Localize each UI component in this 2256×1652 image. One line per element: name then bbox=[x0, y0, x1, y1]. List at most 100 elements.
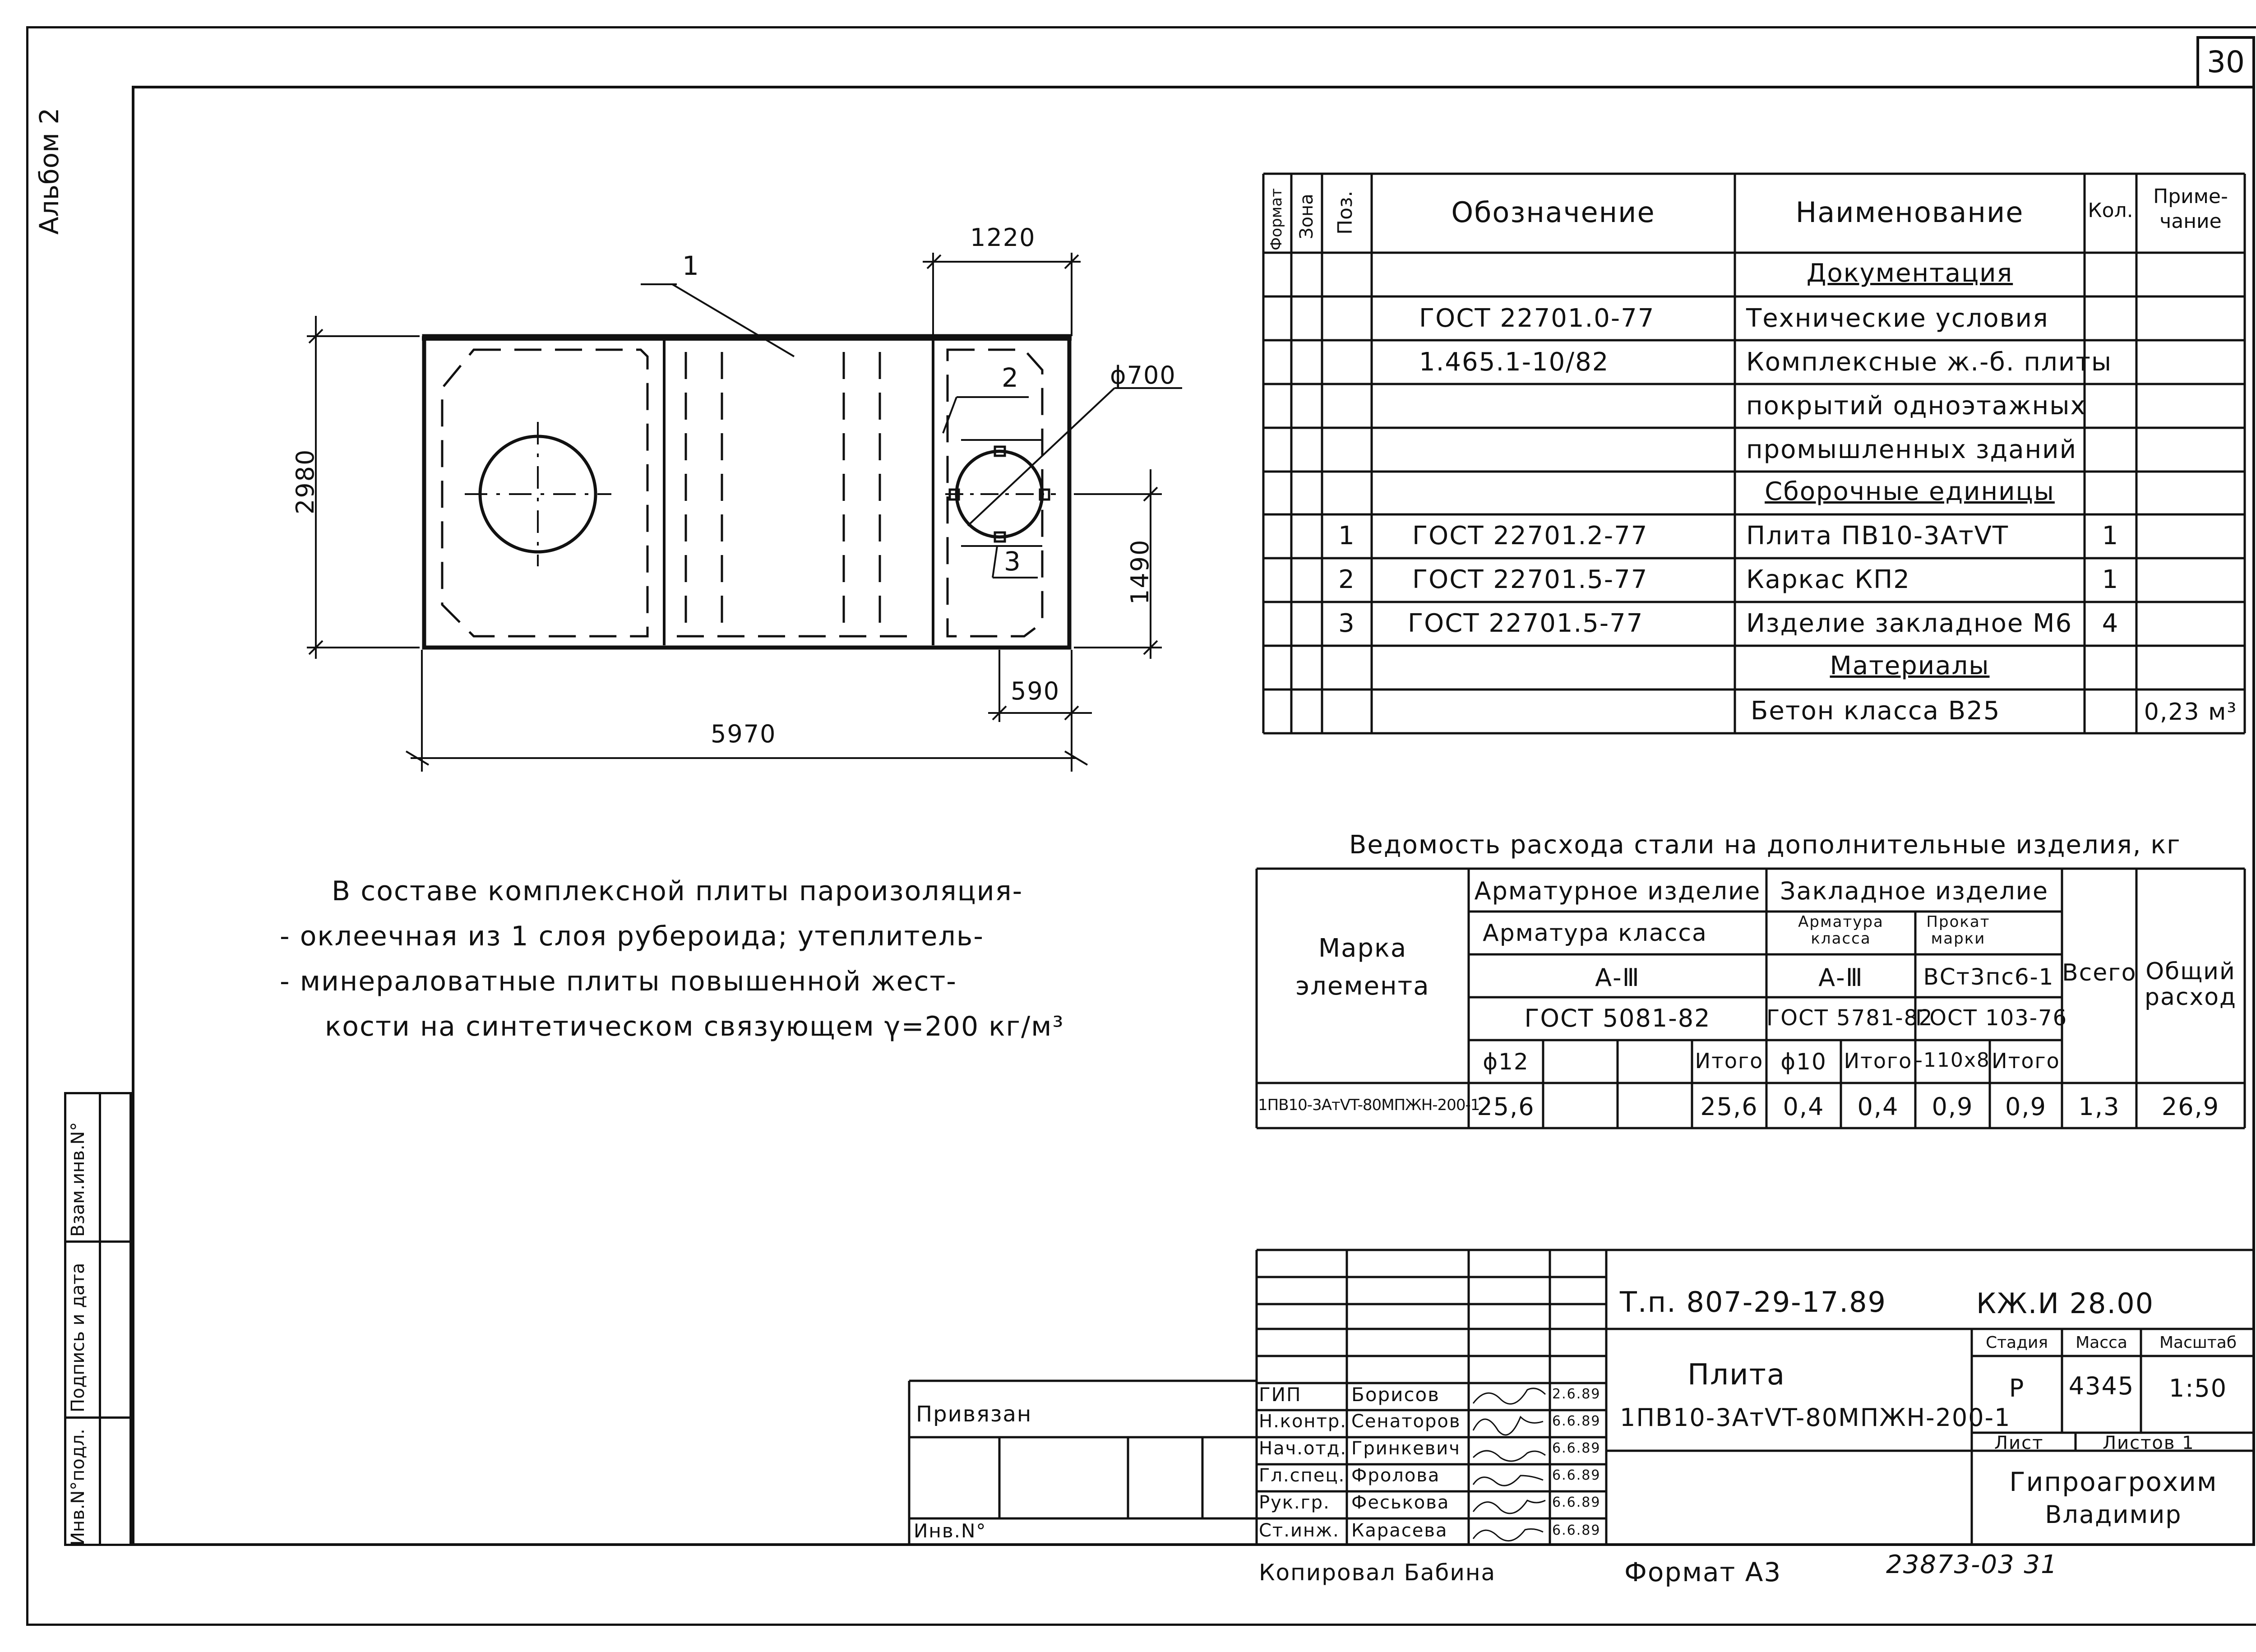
spec-row-designation: 1.465.1-10/82 bbox=[1419, 347, 1609, 377]
staff-date: 2.6.89 bbox=[1552, 1386, 1601, 1402]
bound-label: Привязан bbox=[916, 1402, 1032, 1427]
steel-rebar-class: Арматура класса bbox=[1483, 920, 1707, 947]
steel-cell: 25,6 bbox=[1477, 1092, 1535, 1121]
steel-embed-rolled-gost: ГОСТ 103-76 bbox=[1915, 1005, 2068, 1031]
steel-cell: 0,9 bbox=[1932, 1092, 1974, 1121]
staff-name: Феськова bbox=[1351, 1492, 1450, 1513]
staff-role: Рук.гр. bbox=[1259, 1492, 1330, 1513]
steel-cell: 0,9 bbox=[2005, 1092, 2047, 1121]
spec-row-name: промышленных зданий bbox=[1746, 435, 2077, 464]
spec-row-qty: 1 bbox=[2102, 521, 2119, 551]
page-number: 30 bbox=[2207, 45, 2245, 79]
staff-name: Борисов bbox=[1351, 1384, 1440, 1406]
sheet-label: Лист bbox=[1994, 1433, 2044, 1453]
mass-value: 4345 bbox=[2068, 1372, 2135, 1400]
staff-name: Сенаторов bbox=[1351, 1411, 1461, 1432]
steel-embed-rebar-class: Арматура класса bbox=[1798, 913, 1884, 948]
steel-mark-header: Марка элемента bbox=[1295, 934, 1430, 1001]
spec-section-documentation: Документация bbox=[1806, 259, 2013, 288]
staff-name: Гринкевич bbox=[1351, 1438, 1461, 1459]
steel-sub-itogo: Итого bbox=[1992, 1049, 2060, 1073]
mass-label: Масса bbox=[2076, 1333, 2127, 1352]
stage-label: Стадия bbox=[1985, 1333, 2048, 1352]
scale-label: Масштаб bbox=[2159, 1333, 2237, 1352]
sheet-outer-border bbox=[26, 26, 2256, 1626]
drawing-frame bbox=[132, 86, 2255, 1546]
spec-row-name: Каркас КП2 bbox=[1746, 565, 1910, 594]
steel-cell: 25,6 bbox=[1700, 1092, 1758, 1121]
spec-row-name: Плита ПВ10-3АтVT bbox=[1746, 521, 2009, 551]
spec-row-pos: 3 bbox=[1338, 609, 1355, 638]
steel-cell: 0,4 bbox=[1783, 1092, 1825, 1121]
archive-number: 23873-03 31 bbox=[1886, 1550, 2058, 1579]
spec-row-designation: ГОСТ 22701.5-77 bbox=[1412, 565, 1648, 594]
staff-role: Н.контр. bbox=[1259, 1411, 1347, 1432]
staff-date: 6.6.89 bbox=[1552, 1522, 1601, 1538]
spec-row-name: Бетон класса В25 bbox=[1751, 696, 2001, 726]
staff-name: Фролова bbox=[1351, 1465, 1440, 1486]
spec-header-note: Приме-чание bbox=[2153, 185, 2228, 233]
object-mark: 1ПВ10-3АтVT-80МПЖН-200-1 bbox=[1620, 1403, 2011, 1432]
item-label-2: 2 bbox=[1002, 362, 1019, 393]
steel-sub-plate: -110x8 bbox=[1915, 1049, 1990, 1072]
spec-row-designation: ГОСТ 22701.0-77 bbox=[1419, 304, 1655, 333]
copied-by: Копировал Бабина bbox=[1259, 1559, 1496, 1586]
sheet-code: КЖ.И 28.00 bbox=[1976, 1287, 2154, 1320]
spec-row-designation: ГОСТ 22701.2-77 bbox=[1412, 521, 1648, 551]
inv-label: Инв.N° bbox=[914, 1520, 987, 1542]
spec-section-materials: Материалы bbox=[1830, 651, 1990, 680]
spec-row-name: покрытий одноэтажных bbox=[1746, 391, 2086, 421]
item-label-1: 1 bbox=[682, 250, 700, 281]
spec-row-designation: ГОСТ 22701.5-77 bbox=[1408, 609, 1644, 638]
spec-row-name: Комплексные ж.-б. плиты bbox=[1746, 347, 2113, 377]
spec-row-qty: 4 bbox=[2102, 609, 2119, 638]
spec-row-pos: 2 bbox=[1338, 565, 1355, 594]
steel-sub-d12: ϕ12 bbox=[1483, 1049, 1529, 1075]
spec-section-assemblies: Сборочные единицы bbox=[1765, 477, 2055, 506]
staff-role: Ст.инж. bbox=[1259, 1520, 1340, 1541]
steel-row-mark: 1ПВ10-3АтVT-80МПЖН-200-1 bbox=[1258, 1096, 1480, 1114]
item-label-3: 3 bbox=[1004, 546, 1022, 577]
staff-date: 6.6.89 bbox=[1552, 1495, 1601, 1510]
dim-total-length: 5970 bbox=[711, 720, 777, 748]
staff-date: 6.6.89 bbox=[1552, 1467, 1601, 1483]
dim-bottom-right: 590 bbox=[1011, 677, 1060, 705]
steel-rebar-class-val: А-Ⅲ bbox=[1595, 963, 1640, 992]
staff-name: Карасева bbox=[1351, 1520, 1448, 1541]
steel-embed-rebar-val: А-Ⅲ bbox=[1818, 963, 1863, 992]
steel-total-header: Всего bbox=[2062, 959, 2137, 986]
staff-role: Нач.отд. bbox=[1259, 1438, 1347, 1459]
steel-sub-itogo: Итого bbox=[1695, 1049, 1764, 1073]
dim-top-right: 1220 bbox=[970, 223, 1036, 252]
doc-code: Т.п. 807-29-17.89 bbox=[1620, 1286, 1887, 1319]
stage-value: Р bbox=[2009, 1374, 2025, 1402]
note-line-4: кости на синтетическом связующем γ=200 к… bbox=[325, 1011, 1064, 1042]
steel-rebar-gost: ГОСТ 5081-82 bbox=[1524, 1004, 1711, 1032]
paper-format: Формат А3 bbox=[1624, 1557, 1782, 1587]
sheets-label: Листов 1 bbox=[2103, 1433, 2195, 1453]
steel-cell-total: 1,3 bbox=[2078, 1092, 2120, 1121]
spec-header-name: Наименование bbox=[1795, 196, 2024, 229]
spec-header-designation: Обозначение bbox=[1451, 196, 1655, 229]
steel-embed-rolled: Прокат марки bbox=[1926, 913, 1990, 948]
staff-role: ГИП bbox=[1259, 1384, 1302, 1406]
steel-group-embed: Закладное изделие bbox=[1780, 877, 2049, 905]
note-line-1: В составе комплексной плиты пароизоляция… bbox=[332, 875, 1023, 907]
steel-table-title: Ведомость расхода стали на дополнительны… bbox=[1349, 830, 2181, 860]
steel-overall-header: Общий расход bbox=[2144, 958, 2237, 1011]
object-name: Плита bbox=[1687, 1358, 1786, 1392]
steel-sub-d10: ϕ10 bbox=[1780, 1049, 1827, 1075]
steel-group-rebar: Арматурное изделие bbox=[1474, 877, 1761, 905]
steel-cell-overall: 26,9 bbox=[2161, 1092, 2220, 1121]
dim-diameter: ϕ700 bbox=[1110, 361, 1176, 389]
steel-sub-itogo: Итого bbox=[1844, 1049, 1913, 1073]
note-line-2: - оклеечная из 1 слоя рубероида; утеплит… bbox=[280, 921, 984, 952]
spec-row-name: Изделие закладное М6 bbox=[1746, 609, 2073, 638]
staff-date: 6.6.89 bbox=[1552, 1440, 1601, 1456]
steel-embed-rolled-val: ВСт3пс6-1 bbox=[1923, 964, 2054, 990]
